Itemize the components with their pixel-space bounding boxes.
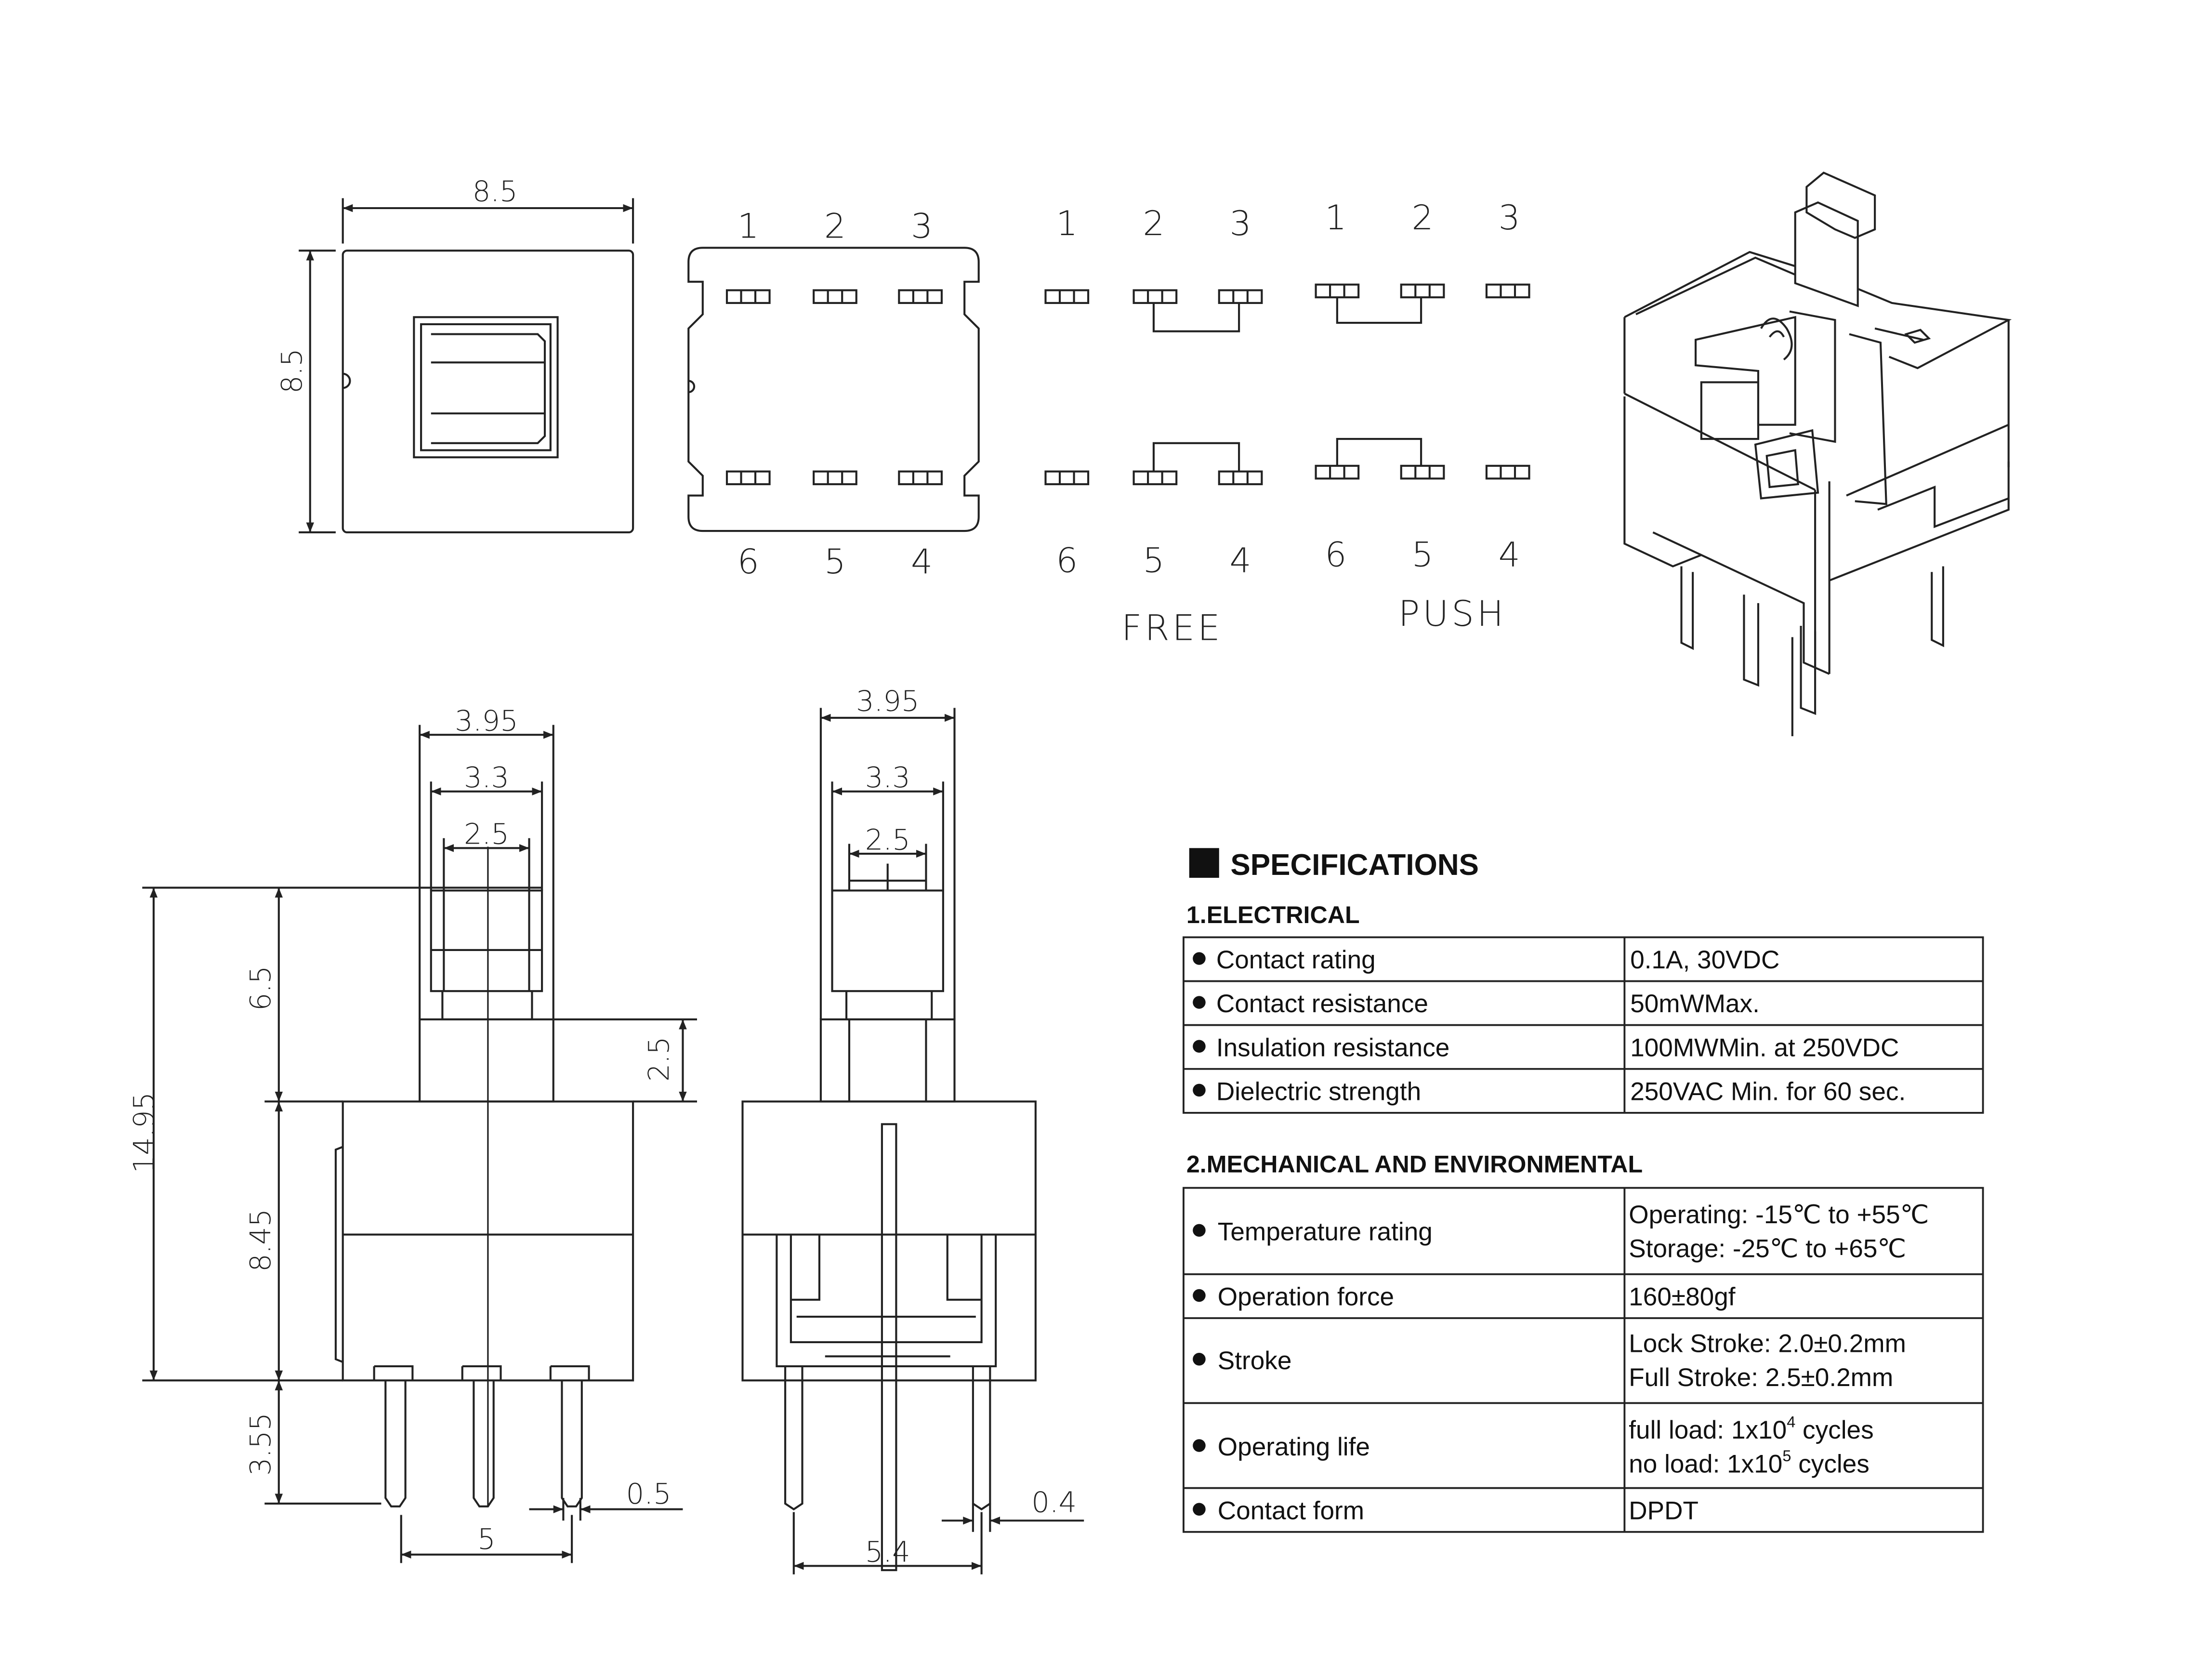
bullet-icon xyxy=(1193,952,1206,965)
bullet-icon xyxy=(1193,1503,1206,1516)
mechanical-rows: Temperature rating Operating: -15℃ to +5… xyxy=(1193,1201,1929,1525)
push-label: PUSH xyxy=(1398,594,1506,634)
front-view xyxy=(142,725,697,1563)
footprint-pin-2: 2 xyxy=(824,206,846,246)
spec-value-line1: Lock Stroke: 2.0±0.2mm xyxy=(1629,1330,1906,1358)
electrical-rows: Contact rating 0.1A, 30VDC Contact resis… xyxy=(1193,946,1906,1106)
dim-pin-span-side: 5.4 xyxy=(865,1535,910,1569)
spec-name: Temperature rating xyxy=(1218,1217,1433,1246)
mechanical-title: 2.MECHANICAL AND ENVIRONMENTAL xyxy=(1186,1150,1643,1177)
free-schematic xyxy=(1044,289,1263,486)
free-label: FREE xyxy=(1121,608,1223,648)
side-view xyxy=(741,708,1084,1574)
spec-value-line1: Operating: -15℃ to +55℃ xyxy=(1629,1201,1929,1229)
dim-body-height: 8.45 xyxy=(244,1209,277,1272)
isometric-view xyxy=(1623,172,2012,737)
push-pin-4: 4 xyxy=(1499,535,1520,575)
dim-pin-length: 3.55 xyxy=(244,1413,277,1476)
dim-front-top-width: 3.95 xyxy=(455,704,518,738)
bullet-icon xyxy=(1193,1289,1206,1302)
spec-value-line2: no load: 1x105 cycles xyxy=(1629,1447,1870,1478)
spec-name: Stroke xyxy=(1218,1347,1292,1375)
spec-name: Operation force xyxy=(1218,1283,1394,1311)
spec-value: 100MWMin. at 250VDC xyxy=(1630,1033,1899,1062)
top-view-body xyxy=(342,250,634,534)
spec-value-line1: 160±80gf xyxy=(1629,1283,1736,1311)
specifications: SPECIFICATIONS 1.ELECTRICAL Contact rati… xyxy=(1183,848,1984,1533)
footprint-pin-1: 1 xyxy=(737,206,759,246)
electrical-title: 1.ELECTRICAL xyxy=(1186,901,1360,928)
spec-value-line1: DPDT xyxy=(1629,1496,1698,1525)
spec-value-line1: full load: 1x104 cycles xyxy=(1629,1413,1873,1444)
bullet-icon xyxy=(1193,1084,1206,1097)
push-pin-3: 3 xyxy=(1499,198,1520,238)
dim-side-top-width: 3.95 xyxy=(856,684,919,717)
dim-pin-pitch: 5 xyxy=(477,1522,496,1556)
footprint-pin-4: 4 xyxy=(911,542,933,581)
top-view xyxy=(299,198,634,534)
dim-side-mid-width: 3.3 xyxy=(865,761,910,794)
spec-name: Contact rating xyxy=(1216,946,1376,974)
dim-pin-width-side: 0.4 xyxy=(1031,1486,1077,1519)
spec-value: 250VAC Min. for 60 sec. xyxy=(1630,1078,1906,1106)
spec-value-line2: Storage: -25℃ to +65℃ xyxy=(1629,1235,1906,1263)
spec-name: Contact form xyxy=(1218,1496,1364,1525)
free-pin-5: 5 xyxy=(1143,540,1164,580)
footprint-pin-3: 3 xyxy=(911,206,933,246)
specifications-title: SPECIFICATIONS xyxy=(1230,848,1479,882)
bullet-icon xyxy=(1193,996,1206,1009)
specifications-square-icon xyxy=(1189,848,1219,878)
free-pin-2: 2 xyxy=(1143,203,1164,243)
dim-side-inner-width: 2.5 xyxy=(865,823,910,856)
spec-name: Operating life xyxy=(1218,1433,1370,1461)
spec-name: Insulation resistance xyxy=(1216,1033,1449,1062)
bullet-icon xyxy=(1193,1224,1206,1237)
dim-top-width: 8.5 xyxy=(473,174,518,208)
free-pin-1: 1 xyxy=(1056,203,1078,243)
side-view-body xyxy=(741,1100,1037,1382)
spec-value: 0.1A, 30VDC xyxy=(1630,946,1779,974)
spec-name: Dielectric strength xyxy=(1216,1078,1421,1106)
free-pin-4: 4 xyxy=(1230,540,1251,580)
dim-pin-width-front: 0.5 xyxy=(626,1477,672,1510)
mechanical-table xyxy=(1183,1187,1984,1533)
push-schematic xyxy=(1315,283,1530,480)
dim-total-height: 14.95 xyxy=(127,1092,160,1173)
electrical-table xyxy=(1183,936,1984,1114)
push-pin-6: 6 xyxy=(1325,535,1346,575)
bullet-icon xyxy=(1193,1040,1206,1053)
dim-front-inner-width: 2.5 xyxy=(464,818,509,851)
push-pin-5: 5 xyxy=(1412,535,1434,575)
bullet-icon xyxy=(1193,1439,1206,1452)
spec-value-line2: Full Stroke: 2.5±0.2mm xyxy=(1629,1363,1893,1392)
footprint-outline xyxy=(687,247,980,532)
push-pin-2: 2 xyxy=(1412,198,1434,238)
footprint-pin-5: 5 xyxy=(824,542,846,581)
dim-top-height: 8.5 xyxy=(275,348,308,393)
footprint-pads xyxy=(725,289,943,486)
footprint-pin-6: 6 xyxy=(737,542,759,581)
free-pin-3: 3 xyxy=(1230,203,1251,243)
free-pin-6: 6 xyxy=(1056,540,1078,580)
bullet-icon xyxy=(1193,1353,1206,1366)
dim-plunger-step: 2.5 xyxy=(642,1036,675,1081)
dim-plunger-height: 6.5 xyxy=(244,966,277,1011)
spec-name: Contact resistance xyxy=(1216,990,1428,1018)
footprint-view xyxy=(687,247,980,532)
dim-front-mid-width: 3.3 xyxy=(464,761,509,794)
spec-value: 50mWMax. xyxy=(1630,990,1760,1018)
push-pin-1: 1 xyxy=(1325,198,1346,238)
